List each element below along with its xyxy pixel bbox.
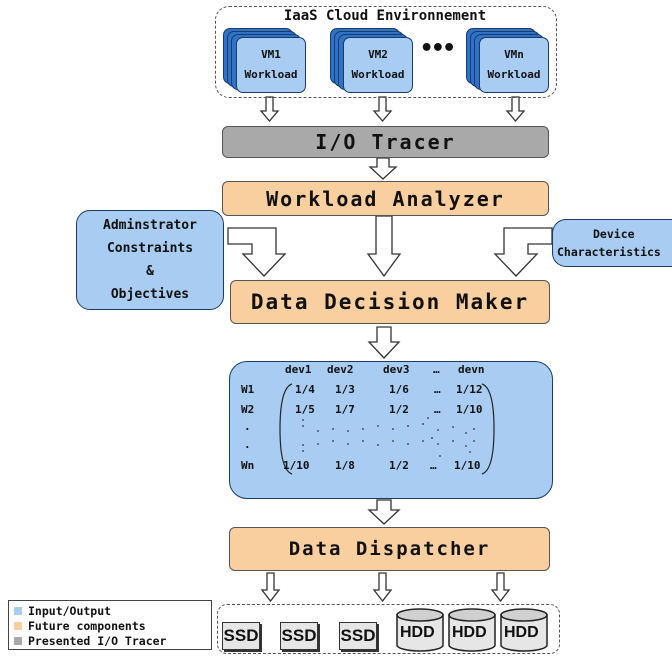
arrow-device-decision [493,227,553,277]
matrix-cell: … [434,383,441,396]
matrix-row-label: W2 [241,403,255,416]
matrix-col-header: devn [458,363,485,376]
matrix-col-header: dev1 [285,363,312,376]
vmn-card: VMn Workload [479,37,549,93]
arrow-dispatcher-hdd [490,572,511,603]
vmn-name: VMn [504,48,524,61]
legend: Input/Output Future components Presented… [8,600,212,650]
data-dispatcher-label: Data Dispatcher [288,538,491,560]
device-line-1: Device [593,227,635,241]
legend-label: Future components [28,618,146,633]
matrix-cell: 1/5 [295,403,315,416]
matrix-row-label: . [244,420,251,433]
matrix-col-header: dev2 [327,363,354,376]
vm1-name: VM1 [261,48,281,61]
legend-item: Input/Output [9,603,211,618]
legend-swatch [14,621,22,630]
vm-ellipsis: ••• [420,36,456,61]
allocation-matrix-box [229,361,553,499]
matrix-dots [302,417,475,457]
io-tracer-label: I/O Tracer [315,130,456,154]
arrow-matrix-dispatcher [367,499,401,525]
arrow-dispatcher-ssd [260,572,281,603]
workload-analyzer-label: Workload Analyzer [266,186,505,211]
ssd-device: SSD [339,622,377,650]
vm1-card: VM1 Workload [236,37,306,93]
matrix-cell: 1/6 [389,383,409,396]
matrix-row-label: Wn [241,459,255,472]
vm2-label: Workload [351,68,405,81]
hdd-device-3 [500,608,548,652]
legend-label: Input/Output [28,603,112,618]
hdd-label: HDD [452,624,487,641]
legend-swatch [14,606,22,615]
legend-label: Presented I/O Tracer [28,633,167,648]
matrix-right-bracket [481,383,495,475]
matrix-row-label: . [244,438,251,451]
arrow-dispatcher-mid [372,572,393,603]
admin-line-1: Adminstrator [103,218,197,233]
matrix-left-bracket [279,383,293,475]
hdd-device-2 [448,608,496,652]
device-line-2: Characteristics [557,245,661,259]
vm1-label: Workload [244,68,298,81]
hdd-device-1 [396,608,444,652]
admin-line-3: & [146,264,154,279]
admin-line-4: Objectives [110,287,190,302]
hdd-label: HDD [504,624,539,641]
arrow-vm2-tracer [372,96,393,123]
matrix-cell: 1/2 [389,403,409,416]
data-dispatcher-box: Data Dispatcher [229,527,550,571]
vm2-card: VM2 Workload [343,37,413,93]
arrow-decision-matrix [367,326,401,359]
arrow-vm1-tracer [259,96,280,123]
administrator-constraints-box: Adminstrator Constraints & Objectives [76,210,224,310]
arrow-tracer-analyzer [368,157,398,180]
storage-devices-box [217,604,560,654]
matrix-col-header: dev3 [383,363,410,376]
io-tracer-box: I/O Tracer [222,126,549,158]
matrix-cell: 1/12 [456,383,483,396]
cloud-title: IaaS Cloud Environnement [283,8,487,24]
matrix-cell: 1/4 [295,383,315,396]
hdd-label: HDD [400,624,435,641]
data-decision-maker-box: Data Decision Maker [230,280,550,324]
device-characteristics-box: Device Characteristics [552,219,672,267]
matrix-cell: 1/2 [389,459,409,472]
admin-line-2: Constraints [106,241,194,256]
legend-swatch [14,636,22,645]
legend-item: Future components [9,618,211,633]
matrix-cell: … [430,459,437,472]
matrix-row-label: W1 [241,383,255,396]
workload-analyzer-box: Workload Analyzer [222,181,549,216]
ssd-device: SSD [280,622,318,650]
cloud-environment-box [215,6,557,98]
matrix-cell: 1/10 [454,459,481,472]
arrow-vmn-tracer [505,96,526,123]
arrow-analyzer-decision [366,215,402,278]
matrix-cell: 1/3 [335,383,355,396]
matrix-cell: … [434,403,441,416]
matrix-cell: 1/8 [335,459,355,472]
ssd-device: SSD [222,622,260,650]
matrix-cell: 1/10 [283,459,310,472]
matrix-cell: 1/7 [335,403,355,416]
arrow-admin-decision [227,227,287,277]
legend-item: Presented I/O Tracer [9,633,211,648]
data-decision-maker-label: Data Decision Maker [250,290,530,314]
vmn-label: Workload [487,68,541,81]
matrix-col-header: … [433,363,440,376]
vm2-name: VM2 [368,48,388,61]
matrix-cell: 1/10 [456,403,483,416]
